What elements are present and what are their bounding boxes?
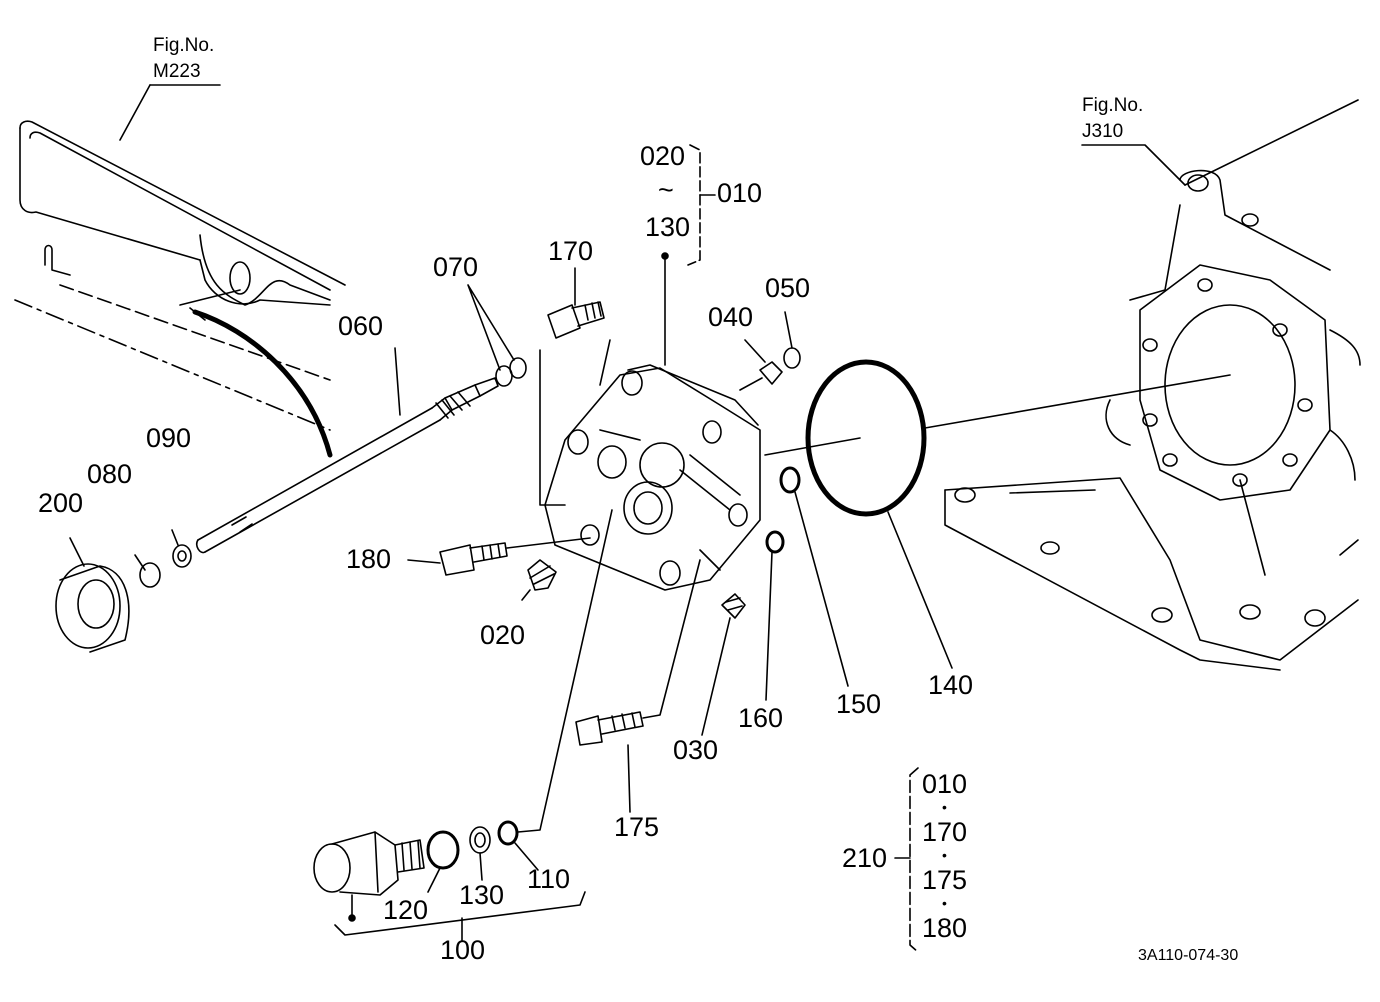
label-070: 070 (433, 252, 479, 282)
center-line (924, 374, 1231, 429)
label-130: 130 (459, 880, 505, 910)
leader-center (764, 437, 861, 456)
label-150: 150 (836, 689, 882, 719)
kit-number: 210 (842, 843, 888, 873)
label-180: 180 (346, 544, 392, 574)
ref-left-line1: Fig.No. (153, 35, 215, 56)
ref-right-line1: Fig.No. (1082, 95, 1144, 116)
label-120: 120 (383, 895, 429, 925)
clip-050 (783, 347, 801, 369)
label-090: 090 (146, 423, 192, 453)
ref-right-line2: J310 (1082, 121, 1124, 142)
plug-030 (721, 593, 746, 619)
group-bottom-label: 130 (645, 212, 691, 242)
fitting-040 (759, 361, 783, 385)
kit-item-170: 170 (922, 817, 968, 847)
ref-left-line2: M223 (153, 61, 201, 82)
o-ring-140 (805, 359, 927, 517)
seal-200 (55, 563, 130, 653)
label-030: 030 (673, 735, 719, 765)
label-140: 140 (928, 670, 974, 700)
bolt-175 (575, 559, 701, 746)
label-060: 060 (338, 311, 384, 341)
ring-130 (469, 826, 491, 854)
diagram-code: 3A110-074-30 (1138, 947, 1239, 964)
o-ring-150 (779, 466, 801, 494)
kit-item-010: 010 (922, 769, 968, 799)
leader-010 (599, 339, 611, 386)
group-assembly-label: 010 (717, 178, 763, 208)
kit-separator-3: • (942, 895, 947, 911)
label-020: 020 (480, 620, 526, 650)
label-110: 110 (527, 864, 571, 894)
o-ring-110 (497, 820, 519, 846)
o-ring-070-a (495, 365, 513, 387)
bolt-170 (547, 301, 605, 339)
kit-separator-1: • (942, 799, 947, 815)
leader-070 (539, 349, 566, 506)
label-080: 080 (87, 459, 133, 489)
o-ring-070-b (509, 357, 527, 379)
o-ring-160 (765, 530, 785, 554)
bracket-210 (909, 767, 919, 953)
label-160: 160 (738, 703, 784, 733)
group-top-label: 020 (640, 141, 686, 171)
o-ring-120 (426, 830, 460, 870)
label-200: 200 (38, 488, 84, 518)
shaft-060 (195, 377, 499, 554)
plug-020 (527, 559, 557, 591)
label-050: 050 (765, 273, 811, 303)
bracket-010 (687, 144, 701, 266)
kit-item-180: 180 (922, 913, 968, 943)
group-tilde: ~ (658, 175, 674, 205)
label-100: 100 (440, 935, 486, 965)
bolt-180 (439, 537, 591, 576)
pump-cover-010 (544, 364, 761, 591)
label-175: 175 (614, 812, 660, 842)
kit-separator-2: • (942, 847, 947, 863)
leader-valve (517, 509, 613, 833)
washer-090 (172, 544, 192, 568)
relief-valve-100 (313, 831, 425, 922)
ring-080 (139, 562, 161, 588)
transmission-case-right (944, 99, 1361, 671)
kit-item-175: 175 (922, 865, 968, 895)
transmission-case-left (14, 84, 346, 458)
label-170: 170 (548, 236, 594, 266)
label-040: 040 (708, 302, 754, 332)
